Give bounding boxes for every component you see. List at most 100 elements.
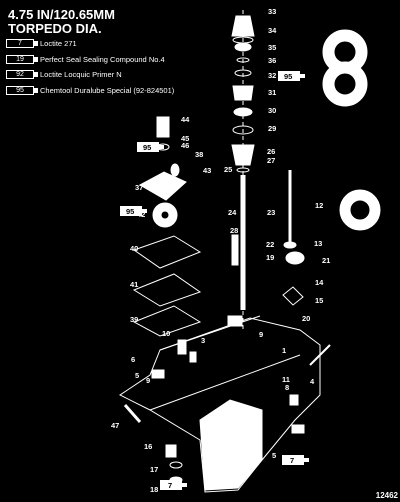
callout: 10 [162, 329, 170, 338]
gear-housing [119, 317, 321, 493]
bearing-30 [233, 107, 253, 117]
callout: 30 [268, 106, 276, 115]
callout: 27 [267, 156, 275, 165]
gasket-40 [132, 235, 202, 269]
callout: 47 [111, 421, 119, 430]
gear-26 [231, 144, 255, 166]
anode-5 [291, 424, 305, 434]
shift-cam-14 [285, 251, 305, 265]
callout: 25 [224, 165, 232, 174]
seal-35 [234, 42, 252, 52]
callout: 42 [137, 210, 145, 219]
plate-41 [132, 273, 202, 307]
callout: 5 [135, 371, 139, 380]
gasket-39 [132, 305, 202, 337]
callout: 39 [130, 315, 138, 324]
callout: 14 [315, 278, 324, 287]
tube-code: 7 [168, 481, 172, 490]
tube-icon: 95 [6, 85, 38, 95]
callout: 33 [268, 7, 276, 16]
bearing-31 [232, 85, 254, 101]
callout: 22 [266, 240, 274, 249]
callout: 26 [267, 147, 275, 156]
callout: 20 [302, 314, 310, 323]
tube-code: 95 [126, 207, 134, 216]
callout: 31 [268, 88, 276, 97]
callout: 28 [230, 226, 238, 235]
legend-code: 95 [16, 86, 24, 94]
callout: 40 [130, 244, 138, 253]
nut-8 [289, 394, 299, 406]
callout: 21 [322, 256, 330, 265]
callout: 38 [195, 150, 203, 159]
callout: 6 [131, 355, 135, 364]
callout: 5 [272, 451, 276, 460]
document-number: 12462 [375, 491, 398, 500]
tube-code: 7 [290, 456, 294, 465]
callout: 43 [203, 166, 211, 175]
ring-32 [234, 69, 252, 77]
callout: 16 [144, 442, 152, 451]
callout: 11 [282, 375, 290, 384]
legend-text: Chemtool Duralube Special (92-824501) [40, 85, 175, 95]
callout: 12 [315, 201, 323, 210]
legend-code: 7 [18, 40, 22, 47]
callout: 18 [150, 485, 158, 494]
callout: 29 [268, 124, 276, 133]
callout: 2 [222, 409, 226, 418]
plug-3 [189, 351, 197, 363]
legend-text: Loctite 271 [40, 39, 77, 48]
clamp-22 [227, 315, 243, 327]
callout: 23 [267, 208, 275, 217]
ring-36 [236, 57, 250, 63]
callout: 17 [150, 465, 158, 474]
pin-28 [231, 234, 239, 266]
callout: 35 [268, 43, 276, 52]
sealant-tubes: 95 95 95 7 7 [120, 71, 309, 490]
callout: 36 [268, 56, 276, 65]
legend-code: 19 [16, 55, 24, 63]
callout: 1 [282, 346, 286, 355]
callout: 44 [181, 115, 190, 124]
callout: 7 [295, 456, 299, 465]
nut-10 [177, 339, 187, 355]
legend-code: 92 [16, 71, 24, 78]
callout: 34 [268, 26, 277, 35]
tube-icon: 19 [6, 54, 38, 64]
callout: 41 [130, 280, 138, 289]
callout: 32 [268, 71, 276, 80]
part-drawings [119, 10, 381, 493]
callout: 9 [146, 376, 150, 385]
callout: 37 [135, 183, 143, 192]
rod-4 [309, 344, 331, 366]
legend-text: Loctite Locquic Primer N [40, 70, 122, 79]
title-line-1: 4.75 IN/120.65MM [8, 7, 115, 22]
cover-44 [156, 116, 170, 138]
tube-code: 95 [284, 72, 292, 81]
anode-5b [151, 369, 165, 379]
tube-icon: 7 [282, 455, 309, 465]
tube-icon: 95 [120, 206, 147, 216]
tube-code: 95 [143, 143, 151, 152]
callout: 8 [285, 383, 289, 392]
tube-icon: 92 [6, 70, 38, 79]
title-line-2: TORPEDO DIA. [8, 21, 102, 36]
pin-47 [123, 404, 142, 423]
washer-27 [236, 167, 250, 173]
callout: 13 [314, 239, 322, 248]
callout: 15 [315, 296, 323, 305]
tube-icon: 7 [6, 39, 38, 48]
callout: 3 [201, 336, 205, 345]
race-29 [232, 125, 254, 135]
housing-37 [138, 171, 187, 201]
skeg [199, 399, 263, 491]
callout: 45 [181, 134, 189, 143]
plug-38 [170, 163, 180, 177]
legend-text: Perfect Seal Sealing Compound No.4 [40, 54, 165, 64]
callout-labels: 1 2 3 4 5 5 6 7 8 9 9 10 11 12 13 14 15 … [111, 7, 330, 494]
callout: 19 [266, 253, 274, 262]
tube-icon: 7 [160, 480, 187, 490]
bolt-16 [165, 444, 177, 458]
